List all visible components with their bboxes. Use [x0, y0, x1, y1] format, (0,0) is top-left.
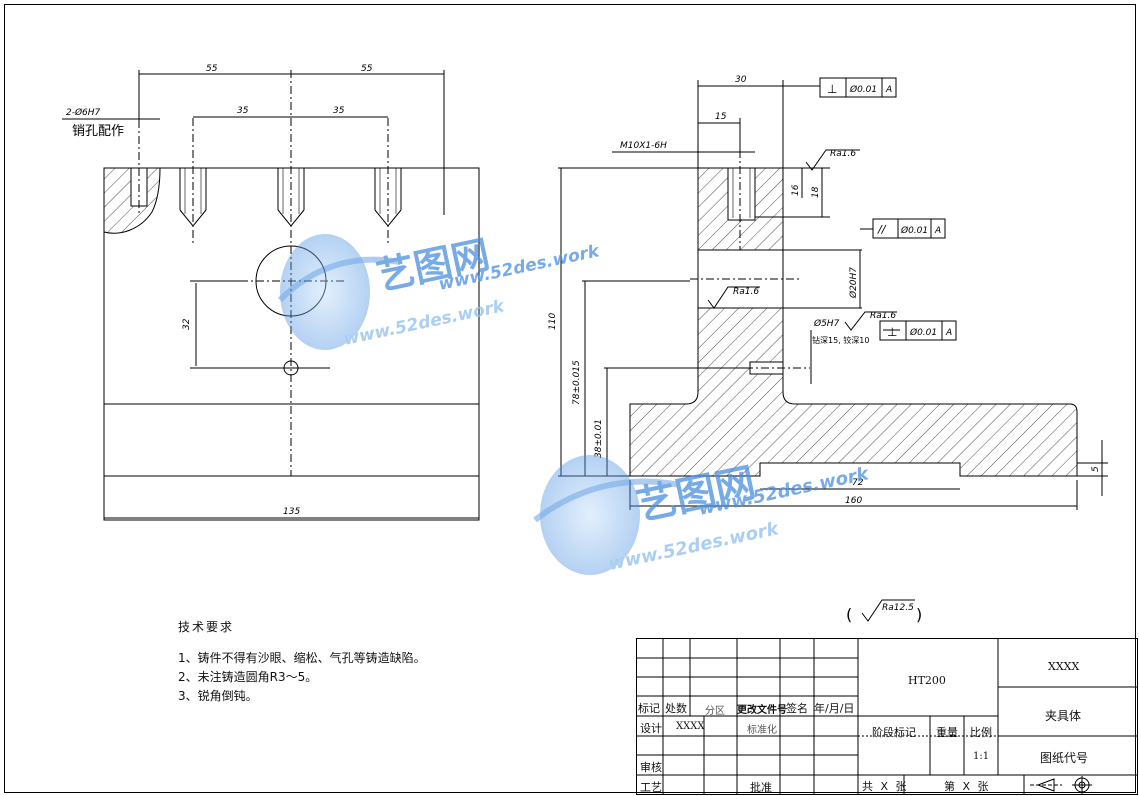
tb-date: 年/月/日 — [814, 702, 855, 715]
gdt-perp-top — [819, 77, 897, 98]
pin-hole-note: 销孔配作 — [72, 124, 124, 139]
section-view — [558, 77, 1108, 622]
gdt-perp-top-datum: A — [885, 85, 892, 95]
dim-18: 18 — [811, 186, 821, 198]
tech-item-2: 2、未注铸造圆角R3～5。 — [178, 670, 318, 684]
ra-symbol-mid — [707, 286, 760, 309]
threaded-hole-left — [179, 118, 207, 245]
section-base — [629, 307, 1078, 477]
ra-top: Ra1.6 — [830, 149, 856, 159]
material: HT200 — [908, 674, 946, 687]
tb-mark: 标记 — [638, 702, 660, 715]
drawing-frame — [4, 4, 1136, 793]
dim-15: 15 — [715, 112, 727, 122]
tb-design: 设计 — [640, 722, 662, 735]
tb-zone: 分区 — [705, 706, 725, 717]
watermark-brand-1: 艺图网 — [373, 232, 494, 299]
gdt-perp-bottom-tol: Ø0.01 — [909, 327, 937, 338]
tb-change-doc: 更改文件号 — [737, 705, 787, 716]
threaded-bore — [727, 167, 756, 221]
gdt-perp-top-tol: Ø0.01 — [849, 84, 877, 95]
dim-38: 38±0.01 — [594, 419, 604, 458]
gdt-perp-top-symbol: ⊥ — [827, 82, 837, 96]
tb-standardize: 标准化 — [747, 725, 777, 736]
tb-scale-label: 比例 — [970, 726, 992, 739]
dim-5h7: Ø5H7 — [813, 318, 840, 329]
gdt-parallel — [872, 218, 946, 239]
ra-symbol-top — [805, 149, 860, 171]
ra-symbol-hole — [844, 311, 897, 331]
tech-requirements-title: 技术要求 — [178, 620, 235, 634]
front-view — [62, 70, 480, 521]
gdt-perp-bottom-symbol: ⊥ — [887, 325, 897, 339]
tb-signature: 签名 — [786, 702, 808, 715]
gdt-perp-bottom — [879, 320, 957, 341]
general-roughness: Ra12.5 — [882, 603, 914, 613]
watermark-globe-icon — [280, 234, 370, 350]
tech-item-1: 1、铸件不得有沙眼、缩松、气孔等铸造缺陷。 — [178, 651, 426, 665]
tb-sheet-no: 第 X 张 — [944, 780, 991, 793]
title-block-grid — [636, 638, 1138, 795]
tb-review: 审核 — [640, 761, 662, 774]
gdt-perp-bottom-datum: A — [945, 328, 952, 338]
dim-30: 30 — [735, 75, 747, 85]
roughness-paren-open: ( — [846, 605, 852, 624]
dim-78: 78±0.015 — [572, 360, 582, 405]
dim-16: 16 — [791, 184, 801, 196]
tb-approve: 批准 — [750, 781, 772, 794]
dim-72: 72 — [852, 478, 864, 488]
tb-stage-mark: 阶段标记 — [872, 726, 916, 739]
tb-process: 工艺 — [640, 781, 662, 794]
tb-weight: 重量 — [936, 726, 958, 739]
gdt-parallel-datum: A — [934, 226, 941, 236]
tech-requirements: 技术要求 1、铸件不得有沙眼、缩松、气孔等铸造缺陷。 2、未注铸造圆角R3～5。… — [178, 618, 426, 706]
gdt-parallel-symbol: // — [877, 223, 887, 236]
title-block: HT200 XXXX 夹具体 图纸代号 标记 处数 分区 更改文件号 签名 年/… — [636, 638, 1138, 795]
dim-135: 135 — [283, 507, 300, 517]
dim-110: 110 — [548, 313, 558, 330]
tech-item-3: 3、锐角倒钝。 — [178, 689, 258, 703]
drawing-no-label: 图纸代号 — [1040, 751, 1089, 765]
tb-total-sheets: 共 X 张 — [862, 780, 909, 793]
pin-hole-callout: 2-Ø6H7 — [66, 107, 101, 118]
threaded-hole-right — [374, 118, 402, 245]
ra-hole: Ra1.6 — [870, 311, 896, 321]
tb-scale: 1:1 — [973, 751, 990, 762]
roughness-paren-close: ) — [916, 605, 922, 624]
dim-35-left: 35 — [237, 106, 249, 116]
dim-55-left: 55 — [206, 64, 218, 74]
dim-35-right: 35 — [333, 106, 345, 116]
dim-32: 32 — [182, 318, 192, 330]
thread-callout: M10X1-6H — [620, 141, 667, 151]
ra-mid: Ra1.6 — [733, 287, 759, 297]
tb-designer: XXXX — [676, 721, 705, 732]
dim-20h7: Ø20H7 — [848, 267, 859, 299]
gdt-parallel-tol: Ø0.01 — [900, 225, 928, 236]
watermark-1: 艺图网 www.52des.work www.52des.work — [277, 232, 603, 350]
tb-qty: 处数 — [665, 702, 687, 715]
watermark-2: 艺图网 www.52des.work www.52des.work — [533, 455, 871, 575]
projection-symbol-icon — [1030, 776, 1092, 794]
dim-5: 5 — [1091, 466, 1101, 472]
part-name: 夹具体 — [1045, 709, 1082, 723]
dim-55-right: 55 — [361, 64, 373, 74]
drill-note: 钻深15, 铰深10 — [812, 335, 869, 345]
watermark-globe-icon-2 — [540, 455, 640, 575]
company: XXXX — [1048, 660, 1080, 673]
general-roughness-symbol — [861, 599, 915, 622]
dim-160: 160 — [845, 496, 862, 506]
